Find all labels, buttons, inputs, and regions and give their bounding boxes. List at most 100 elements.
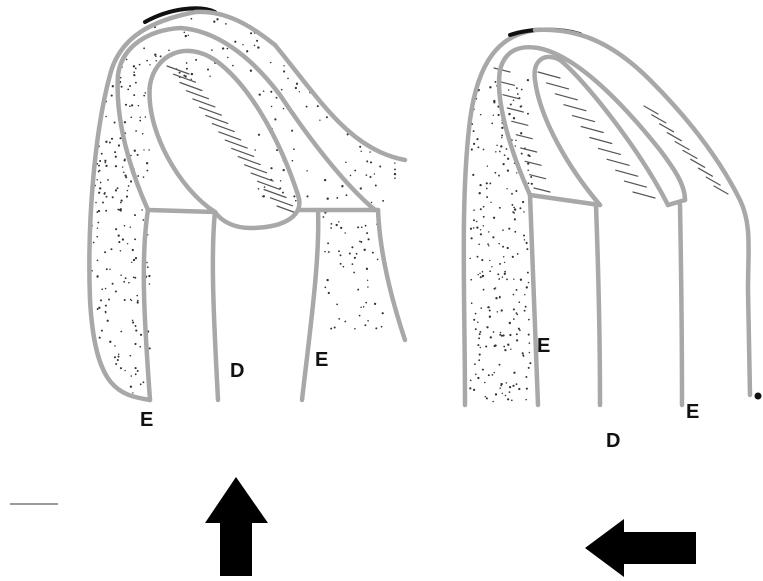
stipple-dot [371,202,372,203]
stipple-dot [148,275,150,277]
stipple-dot [225,23,227,25]
stipple-dot [508,113,510,115]
stipple-dot [495,297,497,299]
stipple-dot [501,335,503,337]
stipple-dot [394,162,395,163]
stipple-dot [99,63,101,65]
stipple-dot [292,160,294,162]
stipple-dot [471,148,473,150]
stipple-dot [495,172,497,174]
stipple-dot [293,148,295,150]
stipple-dot [476,226,478,228]
stipple-dot [483,206,485,208]
stipple-dot [486,188,488,190]
stipple-dot [124,158,126,160]
stipple-dot [479,184,481,186]
stipple-dot [483,149,485,151]
stipple-dot [149,347,151,349]
stipple-dot [495,151,496,152]
stipple-dot [516,87,518,89]
stipple-dot [366,268,368,270]
stipple-dot [104,162,106,164]
stipple-dot [476,221,478,223]
stipple-dot [105,311,107,313]
stipple-dot [528,182,530,184]
stipple-dot [499,297,501,299]
stipple-dot [250,70,252,72]
stipple-dot [480,307,482,309]
stipple-dot [487,166,488,167]
stipple-dot [528,334,530,336]
stipple-dot [349,252,351,254]
stipple-dot [114,345,116,347]
stipple-dot [135,373,137,375]
stipple-dot [359,146,361,148]
stipple-dot [372,252,374,254]
stipple-dot [520,106,522,108]
stipple-dot [366,232,368,234]
stipple-dot [360,151,361,152]
stipple-dot [96,374,98,376]
stipple-dot [101,60,103,62]
stipple-dot [479,331,481,333]
stipple-dot [98,165,100,167]
stipple-dot [360,187,362,189]
stipple-dot [395,150,397,152]
stipple-dot [330,227,332,229]
stipple-dot [328,251,330,253]
stipple-dot [400,192,401,193]
left-outer-right-wall [378,210,405,340]
stipple-dot [142,133,144,135]
stipple-dot [514,231,516,233]
stipple-dot [128,282,130,284]
stipple-dot [504,349,506,351]
stipple-dot [470,279,472,281]
hatch-line [624,181,646,187]
stipple-dot [357,226,359,228]
stipple-dot [274,118,276,120]
stipple-dot [324,251,326,253]
stipple-dot [480,208,482,210]
stipple-dot [105,76,107,78]
hatch-line [507,108,523,112]
stipple-dot [513,278,514,279]
stipple-dot [503,256,505,258]
stipple-dot [336,224,338,226]
stipple-dot [139,64,141,66]
stipple-dot [473,219,475,221]
stipple-dot [482,271,484,273]
stipple-dot [96,179,97,180]
stipple-dot [133,65,135,67]
stipple-dot [149,64,150,65]
stipple-dot [324,179,326,181]
stipple-dot [509,386,511,388]
left-pulp-hatching [167,66,299,214]
stipple-dot [96,82,98,84]
stipple-dot [98,210,100,212]
stipple-dot [480,229,481,230]
stipple-dot [120,331,122,333]
stipple-dot [107,320,109,322]
stipple-dot [109,142,111,144]
stipple-dot [126,59,128,61]
stipple-dot [222,47,224,49]
stipple-dot [296,83,298,85]
stipple-dot [479,354,481,356]
stipple-dot [488,231,490,233]
stipple-dot [493,372,495,374]
stipple-dot [139,120,141,122]
stipple-dot [118,234,120,236]
stipple-dot [134,150,136,152]
stipple-dot [477,344,479,346]
right-label-dentin: D [606,430,620,452]
stipple-dot [118,241,120,243]
stipple-dot [354,328,356,330]
stipple-dot [120,210,122,212]
stipple-dot [344,232,346,234]
stipple-dot [479,273,480,274]
stipple-dot [139,346,141,348]
right-end-dot [755,393,762,400]
stipple-dot [108,59,110,61]
stipple-dot [105,165,107,167]
stipple-dot [137,370,139,372]
